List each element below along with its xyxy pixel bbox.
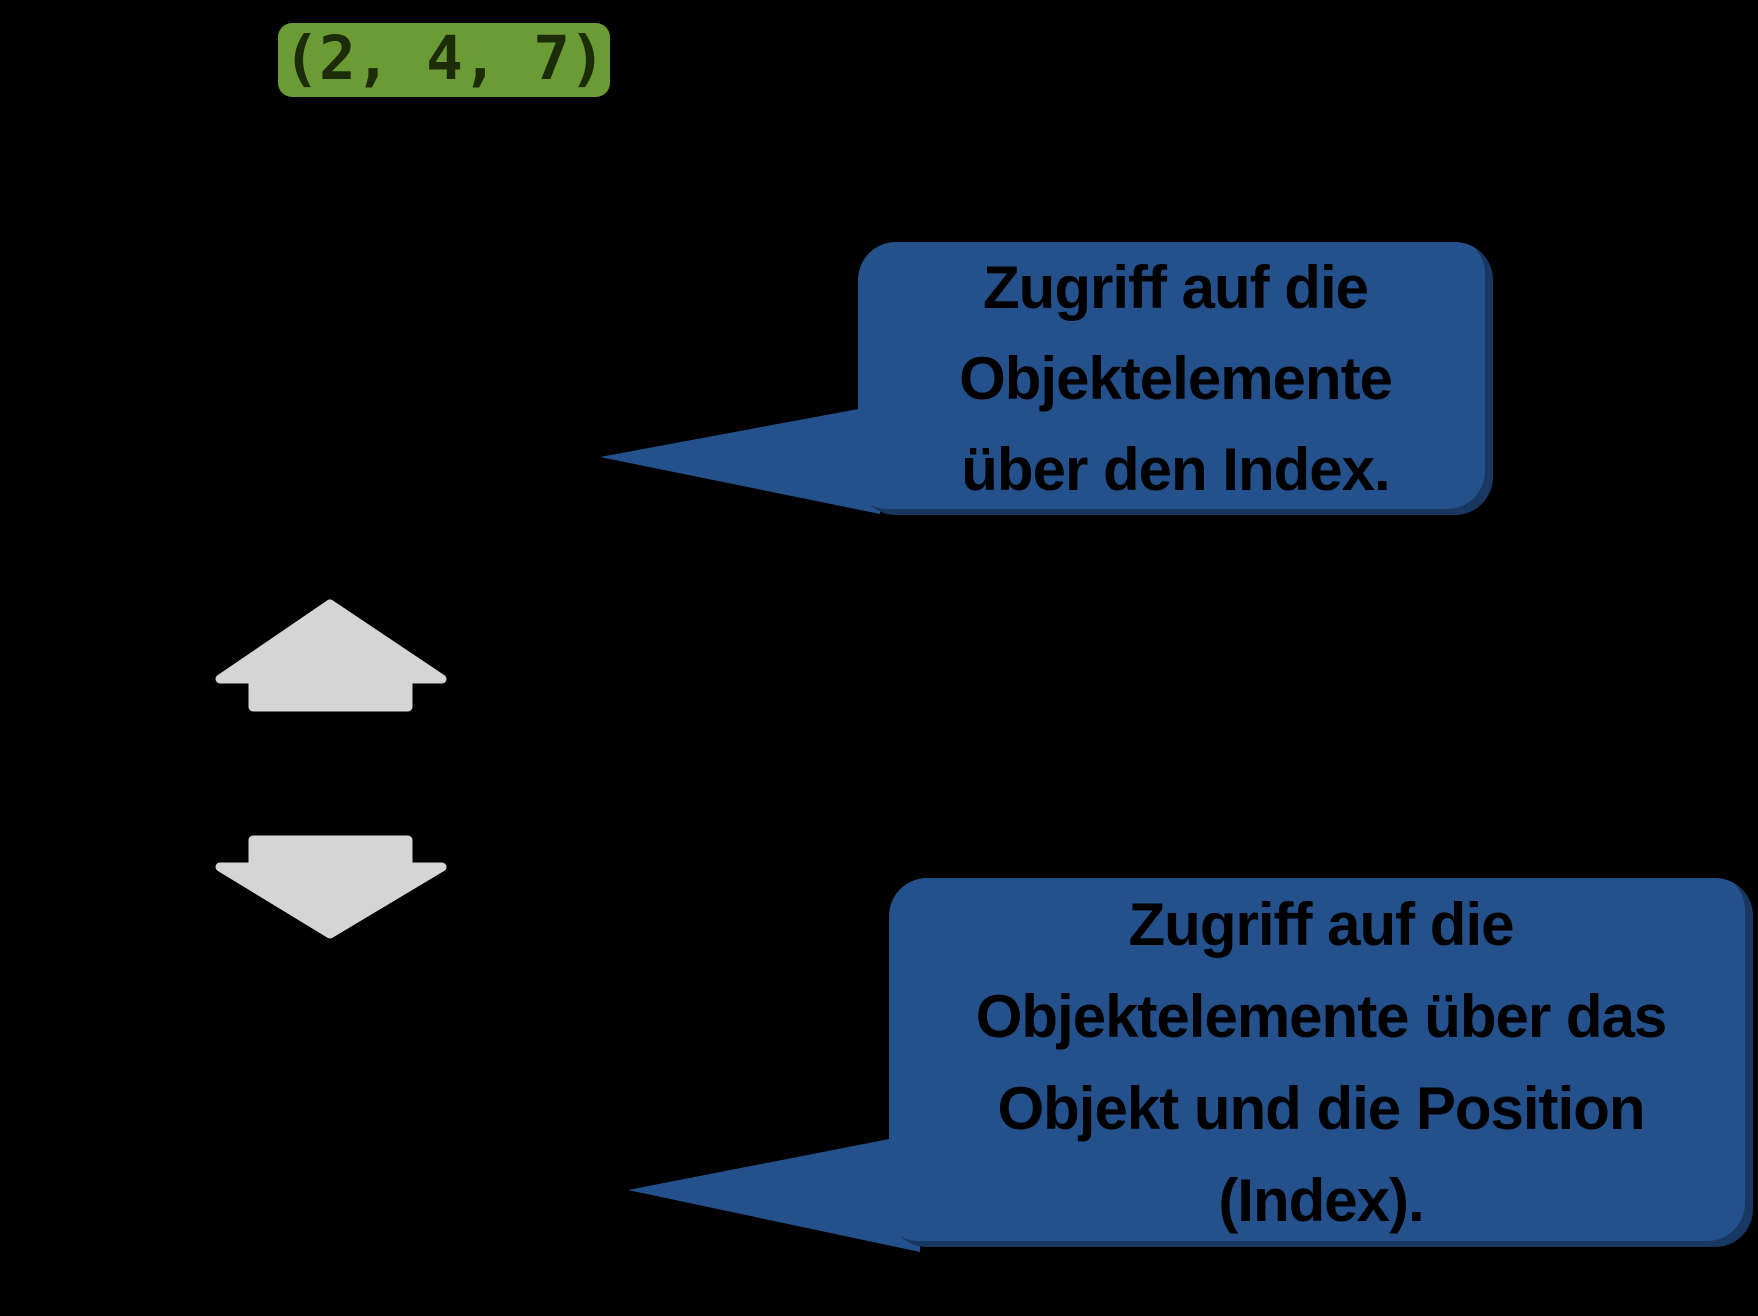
callout-line: (Index). <box>1218 1166 1424 1234</box>
code-highlight-chip: (2, 4, 7) <box>278 23 610 97</box>
speech-tail-bottom <box>628 1133 920 1252</box>
up-arrow-icon <box>215 599 447 712</box>
callout-line: Objekt und die Position <box>997 1074 1645 1142</box>
callout-line: Zugriff auf die <box>983 254 1369 321</box>
callout-line: Objektelemente <box>959 345 1393 412</box>
speech-tail-top <box>600 405 880 514</box>
callout-line: Zugriff auf die <box>1128 890 1515 958</box>
callout-line: Objektelemente über das <box>975 982 1668 1050</box>
down-arrow-icon <box>215 835 447 939</box>
callout-line: über den Index. <box>961 436 1390 503</box>
code-text: (2, 4, 7) <box>283 22 606 94</box>
callout-object-position-access: Zugriff auf die Objektelemente über das … <box>889 878 1753 1247</box>
callout-index-access: Zugriff auf die Objektelemente über den … <box>858 242 1493 515</box>
